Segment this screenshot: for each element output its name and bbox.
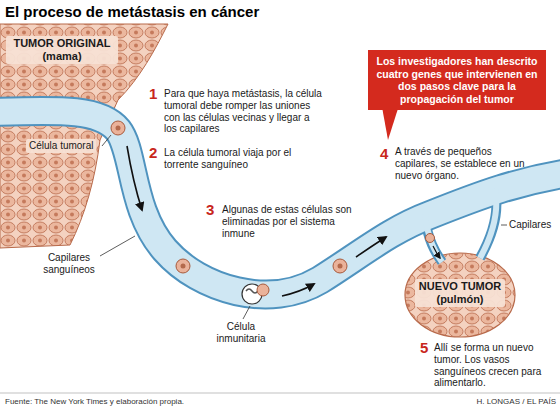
callout-text: Los investigadores han descrito cuatro g…	[374, 55, 540, 105]
leader-line	[243, 306, 250, 319]
new-tumor-tissue	[405, 253, 515, 337]
part-label: Capilares sanguíneos	[38, 252, 100, 276]
part-label: Capilares	[509, 219, 551, 231]
part-label: Célula inmunitaria	[208, 321, 274, 345]
organ-label: NUEVO TUMOR (pulmón)	[415, 279, 505, 307]
step-text-block: Para que haya metástasis, la célula tumo…	[164, 88, 322, 135]
step-text: La célula tumoral viaja por el torrente …	[164, 147, 304, 171]
leader-line	[501, 225, 507, 226]
blood-vessel-outline	[0, 111, 560, 295]
step-text-block: A través de pequeños capilares, se estab…	[395, 146, 537, 181]
flow-arrow	[433, 246, 440, 258]
capillary	[425, 214, 442, 262]
cell-nucleus	[181, 264, 186, 269]
part-label-block: Célula tumoral	[26, 139, 96, 153]
cell-nucleus	[338, 264, 343, 269]
callout-number: 5	[420, 340, 428, 355]
organ-label-block: NUEVO TUMOR (pulmón)	[415, 279, 505, 307]
title-block: El proceso de metástasis en cáncer	[5, 3, 259, 20]
step-text-block: Allí se forma un nuevo tumor. Los vasos …	[434, 342, 556, 389]
tumor-cell	[333, 259, 347, 273]
footer-rule	[0, 393, 560, 394]
organ-label-block: TUMOR ORIGINAL (mama)	[6, 36, 118, 64]
leader-line	[102, 135, 111, 146]
callout-number-block: 2	[149, 145, 157, 160]
step-text: Para que haya metástasis, la célula tumo…	[164, 88, 322, 135]
step-text: Allí se forma un nuevo tumor. Los vasos …	[434, 342, 556, 389]
callout-number: 1	[149, 86, 157, 101]
part-label: Célula tumoral	[26, 139, 96, 153]
flow-arrow	[282, 284, 314, 296]
part-label-block: Capilares	[509, 219, 551, 231]
organ-label: TUMOR ORIGINAL (mama)	[6, 36, 118, 64]
immune-cell-nucleus	[246, 289, 258, 293]
part-label-block: Capilares sanguíneos	[38, 252, 100, 276]
tumor-cell	[426, 234, 435, 243]
title: El proceso de metástasis en cáncer	[5, 3, 259, 20]
tumor-cell	[111, 121, 125, 135]
cell-nucleus	[116, 126, 121, 131]
callout-number: 2	[149, 145, 157, 160]
caption-block: Fuente: The New York Times y elaboración…	[5, 397, 184, 406]
flow-arrow	[127, 146, 142, 210]
callout-number: 4	[380, 146, 388, 161]
caption: Fuente: The New York Times y elaboración…	[5, 397, 184, 406]
callout-box: Los investigadores han descrito cuatro g…	[368, 50, 546, 110]
blood-vessel	[0, 111, 560, 295]
part-label-block: Célula inmunitaria	[208, 321, 274, 345]
callout-number-block: 4	[380, 146, 388, 161]
callout-number: 3	[206, 202, 214, 217]
step-text-block: La célula tumoral viaja por el torrente …	[164, 147, 304, 171]
callout-number-block: 3	[206, 202, 214, 217]
tumor-cell	[257, 284, 269, 296]
tumor-cell	[176, 259, 190, 273]
callout-number-block: 5	[420, 340, 428, 355]
step-text: A través de pequeños capilares, se estab…	[395, 146, 537, 181]
capillary	[480, 188, 496, 258]
credit-text-block: H. LONGAS / EL PAÍS	[440, 397, 556, 406]
step-text-block: Algunas de estas células son eliminadas …	[222, 204, 352, 239]
step-text: Algunas de estas células son eliminadas …	[222, 204, 352, 239]
callout-number-block: 1	[149, 86, 157, 101]
credit-text: H. LONGAS / EL PAÍS	[440, 397, 556, 406]
flow-arrow	[356, 237, 386, 257]
leader-line	[100, 236, 135, 256]
